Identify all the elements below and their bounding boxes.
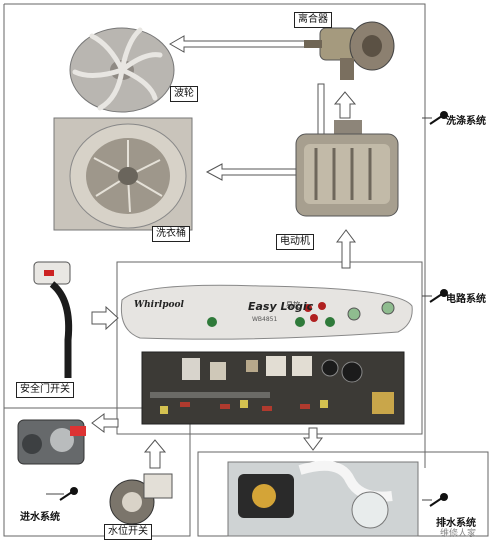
panel-brand: Whirlpool — [134, 300, 184, 310]
arrow-to-pulsator — [168, 35, 313, 53]
pin-icon — [59, 487, 78, 501]
inlet-valve-image — [17, 419, 86, 465]
arrow-door-to-panel — [91, 305, 119, 331]
motor-image — [295, 120, 399, 217]
pin-icon — [429, 111, 448, 125]
arrow-circuit-to-motor — [336, 229, 356, 269]
label-clutch: 离合器 — [294, 12, 332, 28]
system-drain: 排水系统 — [436, 518, 476, 529]
pin-icon — [429, 289, 448, 303]
watermark: 维修人家 — [440, 529, 477, 539]
panel-product: Easy Logic — [248, 300, 314, 313]
arrow-circuit-to-drain — [303, 427, 323, 451]
label-pulsator: 波轮 — [170, 86, 198, 102]
system-inlet: 进水系统 — [20, 512, 60, 523]
system-circuit: 电路系统 — [446, 294, 486, 305]
arrow-water-to-circuit — [143, 439, 167, 469]
panel-product-sub: 易控 — [286, 301, 300, 309]
label-door-switch: 安全门开关 — [16, 382, 74, 398]
arrow-motor-to-clutch — [333, 91, 357, 119]
pulsator-image — [69, 27, 175, 113]
pin-icon — [429, 493, 448, 507]
door-switch-image — [33, 261, 73, 378]
drum-image — [53, 117, 193, 231]
arrow-circuit-to-inlet — [91, 413, 119, 433]
clutch-image — [304, 21, 395, 80]
drain-pump-image — [227, 460, 419, 537]
panel-model: WB4851 — [252, 316, 278, 323]
control-panel-image — [120, 284, 413, 340]
water-level-switch-image — [109, 473, 173, 525]
circuit-board-image — [141, 351, 405, 425]
label-motor: 电动机 — [276, 234, 314, 250]
label-drum: 洗衣桶 — [152, 226, 190, 242]
system-washing: 洗涤系统 — [446, 116, 486, 127]
